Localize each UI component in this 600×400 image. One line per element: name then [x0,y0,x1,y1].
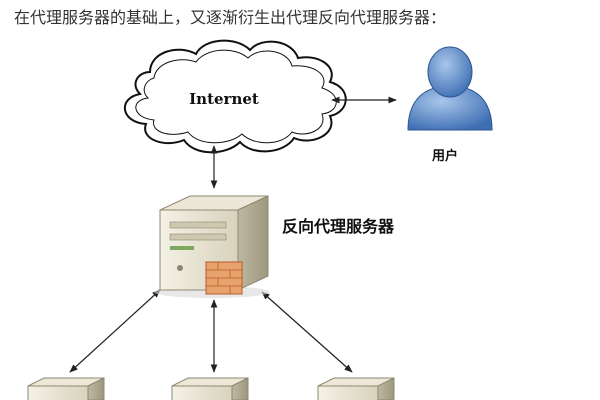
page-title: 在代理服务器的基础上，又逐渐衍生出代理反向代理服务器： [14,8,447,27]
proxy-server-right-connector [261,291,353,373]
user-label: 用户 [431,148,458,164]
backend-server-left-icon [27,377,105,400]
backend-server-right-icon [317,377,395,400]
reverse-proxy-label: 反向代理服务器 [282,217,395,236]
reverse-proxy-server-icon [154,195,270,298]
proxy-server-left-connector [69,289,161,373]
user-icon [407,46,493,131]
backend-server-middle-icon [171,377,249,400]
internet-cloud: Internet [123,39,347,154]
internet-label: Internet [189,90,259,108]
